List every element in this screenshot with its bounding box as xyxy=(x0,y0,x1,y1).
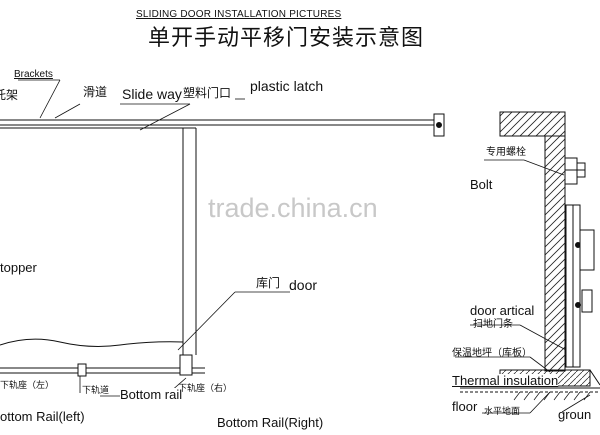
bottom-rail-drawing xyxy=(0,354,205,377)
slide-rail xyxy=(0,113,445,137)
label-slideway-cn: 滑道 xyxy=(83,85,108,99)
label-door-artical-cn: 扫地门条 xyxy=(473,319,513,330)
watermark: trade.china.cn xyxy=(208,193,378,223)
label-bolt-cn: 专用螺栓 xyxy=(486,147,526,158)
label-ground-cn: 水平地面 xyxy=(484,407,521,417)
label-brackets: Brackets xyxy=(14,69,53,80)
label-ground: groun xyxy=(558,407,592,422)
door-panel xyxy=(0,127,197,355)
label-door-artical: door artical xyxy=(470,303,535,318)
label-floor: floor xyxy=(452,399,478,414)
label-door-cn: 库门 xyxy=(256,276,281,290)
label-thermal-insulation-cn: 保温地坪（库板） xyxy=(452,348,532,359)
title-english: SLIDING DOOR INSTALLATION PICTURES xyxy=(136,9,342,20)
label-stopper: topper xyxy=(0,260,37,275)
label-bolt: Bolt xyxy=(470,177,493,192)
label-bottom-rail-cn: 下轨道 xyxy=(82,386,110,396)
label-bottom-rail: Bottom rail xyxy=(120,387,183,402)
front-view xyxy=(0,79,445,397)
label-plastic-latch-cn: 塑料门口 xyxy=(183,86,232,100)
label-bottom-rail-left-cn: 下轨座（左） xyxy=(0,381,55,391)
top-beam xyxy=(499,111,566,137)
label-thermal-insulation: Thermal insulation xyxy=(452,373,559,388)
title-chinese: 单开手动平移门安装示意图 xyxy=(148,26,425,51)
label-door: door xyxy=(289,277,318,293)
label-bottom-rail-left: ottom Rail(left) xyxy=(0,409,85,424)
label-bottom-rail-right-cn: 下轨座（右） xyxy=(178,384,233,394)
leader-lines xyxy=(18,79,290,397)
label-bottom-rail-right: Bottom Rail(Right) xyxy=(217,415,324,430)
label-plastic-latch: plastic latch xyxy=(250,78,324,94)
label-brackets-cn: 托架 xyxy=(0,88,19,102)
label-slideway-text: Slide way xyxy=(122,86,182,102)
section-view xyxy=(455,111,600,414)
